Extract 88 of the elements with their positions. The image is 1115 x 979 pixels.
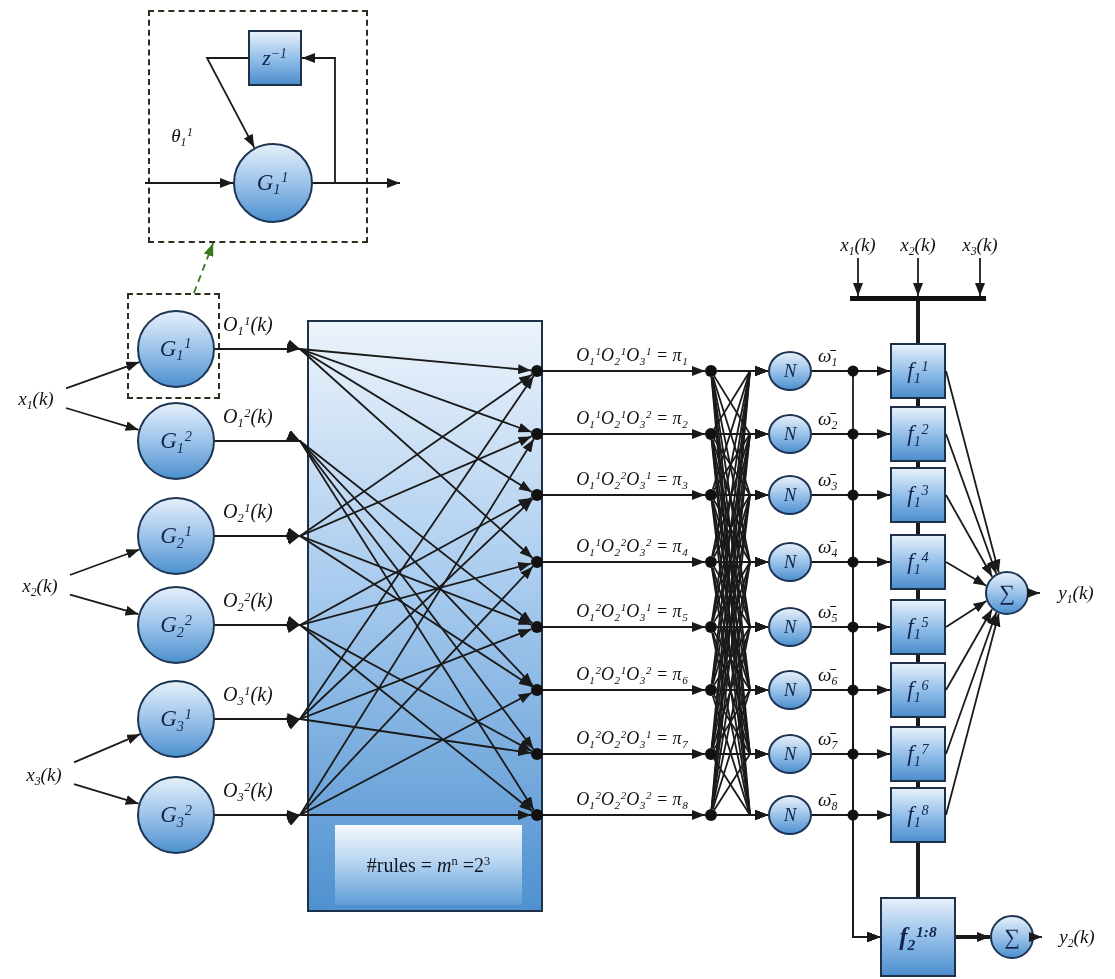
junction-dot <box>531 684 543 696</box>
signal-label: x$_{3}$(k) <box>952 232 1008 258</box>
circle-node: N <box>768 607 812 647</box>
arrow <box>1027 588 1041 598</box>
arrow <box>301 53 336 184</box>
arrow <box>956 932 990 942</box>
arrow <box>193 242 215 294</box>
edge-label: O$_{1}$$^{2}$O$_{2}$$^{2}$O$_{3}$$^{2}$ = π$_{8}$ <box>574 789 690 811</box>
edge-label: O$_{1}$$^{2}$O$_{2}$$^{1}$O$_{3}$$^{1}$ = π$_{5}$ <box>574 601 690 623</box>
edge-label: O$_{1}$$^{2}$O$_{2}$$^{2}$O$_{3}$$^{1}$ = π$_{7}$ <box>574 728 690 750</box>
connector-line <box>916 843 920 897</box>
sum-circle: ∑ <box>990 915 1034 959</box>
junction-dot <box>531 428 543 440</box>
signal-label: x$_{2}$(k) <box>10 573 70 599</box>
arrow <box>945 611 998 755</box>
arrow <box>542 429 706 439</box>
connector-line <box>916 399 920 406</box>
junction-dot <box>705 809 717 821</box>
arrow <box>542 557 706 567</box>
arrow <box>205 57 256 149</box>
arrow <box>542 749 706 759</box>
arrow <box>69 593 140 616</box>
circle-node: N <box>768 542 812 582</box>
arrow <box>69 548 141 576</box>
arrow <box>73 733 141 764</box>
edge-label: O$_{1}$$^{1}$O$_{2}$$^{2}$O$_{3}$$^{1}$ = π$_{3}$ <box>574 469 690 491</box>
arrow <box>542 490 706 500</box>
circle-node: N <box>768 475 812 515</box>
arrow <box>542 685 706 695</box>
signal-label: x$_{3}$(k) <box>14 762 74 788</box>
junction-dot <box>705 556 717 568</box>
rule-layer-panel <box>307 320 543 912</box>
junction-dot <box>531 556 543 568</box>
edge-label: O$_{1}$$^{2}$O$_{2}$$^{1}$O$_{3}$$^{2}$ = π$_{6}$ <box>574 664 690 686</box>
signal-label: y$_{1}$(k) <box>1040 580 1112 606</box>
circle-node: N <box>768 795 812 835</box>
junction-dot <box>705 621 717 633</box>
arrow <box>65 361 141 390</box>
junction-dot <box>705 684 717 696</box>
circle-node: N <box>768 670 812 710</box>
signal-label: x$_{2}$(k) <box>890 232 946 258</box>
circle-node: N <box>768 414 812 454</box>
circle-node: N <box>768 734 812 774</box>
dashed-frame <box>127 293 220 399</box>
arrow <box>975 257 985 297</box>
arrow <box>542 366 706 376</box>
arrow <box>945 494 994 578</box>
rule-count-box: #rules = m$^{n}$ =2$^{3}$ <box>335 825 522 905</box>
junction-dot <box>531 809 543 821</box>
connector-line <box>916 590 920 599</box>
junction-dot <box>705 365 717 377</box>
arrow <box>144 178 234 188</box>
junction-dot <box>705 428 717 440</box>
arrow <box>945 612 1001 816</box>
signal-label: y$_{2}$(k) <box>1042 924 1112 950</box>
connector-line <box>916 462 920 467</box>
junction-dot <box>531 748 543 760</box>
arrow <box>945 561 988 587</box>
edge-label: O$_{1}$$^{1}$O$_{2}$$^{2}$O$_{3}$$^{2}$ = π$_{4}$ <box>574 536 690 558</box>
junction-dot <box>531 365 543 377</box>
bus-bar <box>850 296 986 301</box>
connector-line <box>916 655 920 662</box>
arrow <box>853 257 863 297</box>
arrow <box>73 783 140 805</box>
connector-line <box>916 782 920 787</box>
signal-label: x$_{1}$(k) <box>830 232 886 258</box>
arrow <box>1029 932 1043 942</box>
signal-label: x$_{1}$(k) <box>6 386 66 412</box>
connector-line <box>916 301 920 343</box>
connector-line <box>916 718 920 726</box>
junction-dot <box>531 621 543 633</box>
dashed-frame <box>148 10 368 243</box>
connector-line <box>916 523 920 534</box>
circle-node: N <box>768 351 812 391</box>
arrow <box>65 407 140 431</box>
arrow <box>945 433 998 575</box>
arrow <box>542 622 706 632</box>
junction-dot <box>531 489 543 501</box>
edge-label: O$_{1}$$^{1}$O$_{2}$$^{1}$O$_{3}$$^{2}$ = π$_{2}$ <box>574 408 690 430</box>
sum-circle: ∑ <box>985 571 1029 615</box>
delay-box: z$^{−1}$ <box>247 29 302 86</box>
edge-label: O$_{1}$$^{1}$O$_{2}$$^{1}$O$_{3}$$^{1}$ = π$_{1}$ <box>574 345 690 367</box>
arrow <box>542 810 706 820</box>
arrow <box>945 600 988 628</box>
arrow <box>913 257 923 297</box>
junction-dot <box>705 489 717 501</box>
arrow <box>945 608 993 691</box>
arrow <box>945 370 1001 574</box>
